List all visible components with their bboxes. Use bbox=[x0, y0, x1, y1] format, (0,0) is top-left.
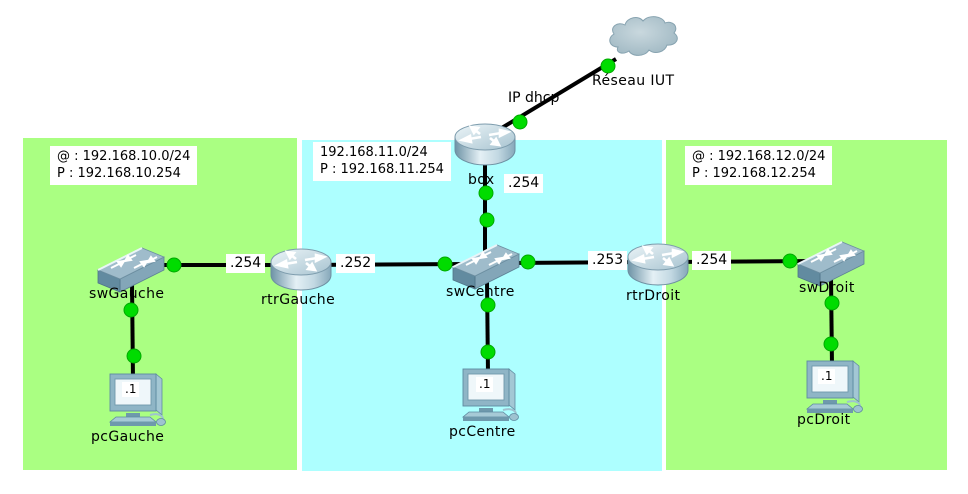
address-box-right: @ : 192.168.12.0/24 P : 192.168.12.254 bbox=[685, 146, 833, 185]
rtrdroit-right-port-label: .254 bbox=[692, 251, 732, 270]
rtrgauche-left-port-label: .254 bbox=[226, 254, 266, 273]
status-dot bbox=[478, 185, 494, 201]
address-box-left: @ : 192.168.10.0/24 P : 192.168.10.254 bbox=[50, 146, 198, 185]
router-icon bbox=[628, 244, 688, 285]
swdroit-label: swDroit bbox=[799, 280, 855, 296]
cloud-icon bbox=[610, 17, 678, 56]
swgauche-label: swGauche bbox=[89, 286, 165, 302]
router-icon bbox=[271, 249, 331, 290]
status-dot bbox=[480, 344, 496, 360]
status-dot bbox=[480, 297, 496, 313]
status-dot bbox=[123, 302, 139, 318]
pcdroit-label: pcDroit bbox=[797, 412, 851, 428]
device-pc-pcgauche[interactable] bbox=[104, 370, 168, 428]
status-dot bbox=[823, 336, 839, 352]
rtrdroit-left-port-label: .253 bbox=[588, 251, 628, 270]
switch-icon bbox=[453, 245, 519, 289]
pcgauche-ip-label: .1 bbox=[122, 382, 140, 397]
status-dot bbox=[166, 257, 182, 273]
box-lan-port-label: .254 bbox=[504, 174, 544, 193]
address-line: @ : 192.168.10.0/24 bbox=[57, 149, 191, 164]
rtrgauche-label: rtrGauche bbox=[261, 292, 336, 308]
device-pc-pcdroit[interactable] bbox=[801, 357, 865, 415]
status-dot bbox=[600, 58, 616, 74]
router-icon bbox=[455, 124, 515, 165]
pcdroit-ip-label: .1 bbox=[818, 369, 836, 384]
pccentre-ip-label: .1 bbox=[476, 377, 494, 392]
address-box-center: 192.168.11.0/24 P : 192.168.11.254 bbox=[313, 142, 451, 181]
swcentre-label: swCentre bbox=[446, 284, 515, 300]
pccentre-label: pcCentre bbox=[449, 424, 516, 440]
status-dot bbox=[437, 256, 453, 272]
status-dot bbox=[824, 295, 840, 311]
device-router-box[interactable] bbox=[452, 122, 518, 170]
subnet-region-right bbox=[666, 140, 947, 470]
cloud-label: Réseau IUT bbox=[592, 73, 675, 89]
device-router-rtrgauche[interactable] bbox=[268, 247, 334, 295]
ip-dhcp-annotation: IP dhcp bbox=[508, 90, 560, 106]
device-pc-pccentre[interactable] bbox=[457, 365, 521, 423]
pcgauche-label: pcGauche bbox=[91, 429, 165, 445]
address-line: P : 192.168.12.254 bbox=[692, 166, 816, 181]
status-dot bbox=[126, 348, 142, 364]
status-dot bbox=[520, 254, 536, 270]
rtrdroit-label: rtrDroit bbox=[626, 288, 681, 304]
link-swgauche-pcgauche[interactable] bbox=[130, 282, 135, 381]
address-line: @ : 192.168.12.0/24 bbox=[692, 149, 826, 164]
address-line: P : 192.168.10.254 bbox=[57, 166, 181, 181]
status-dot bbox=[782, 253, 798, 269]
device-router-rtrdroit[interactable] bbox=[625, 242, 691, 290]
device-cloud[interactable] bbox=[604, 14, 680, 64]
address-line: 192.168.11.0/24 bbox=[320, 145, 428, 160]
address-line: P : 192.168.11.254 bbox=[320, 162, 444, 177]
rtrgauche-right-port-label: .252 bbox=[336, 254, 376, 273]
status-dot bbox=[479, 212, 495, 228]
status-dot bbox=[512, 114, 528, 130]
box-label: box bbox=[468, 172, 495, 188]
